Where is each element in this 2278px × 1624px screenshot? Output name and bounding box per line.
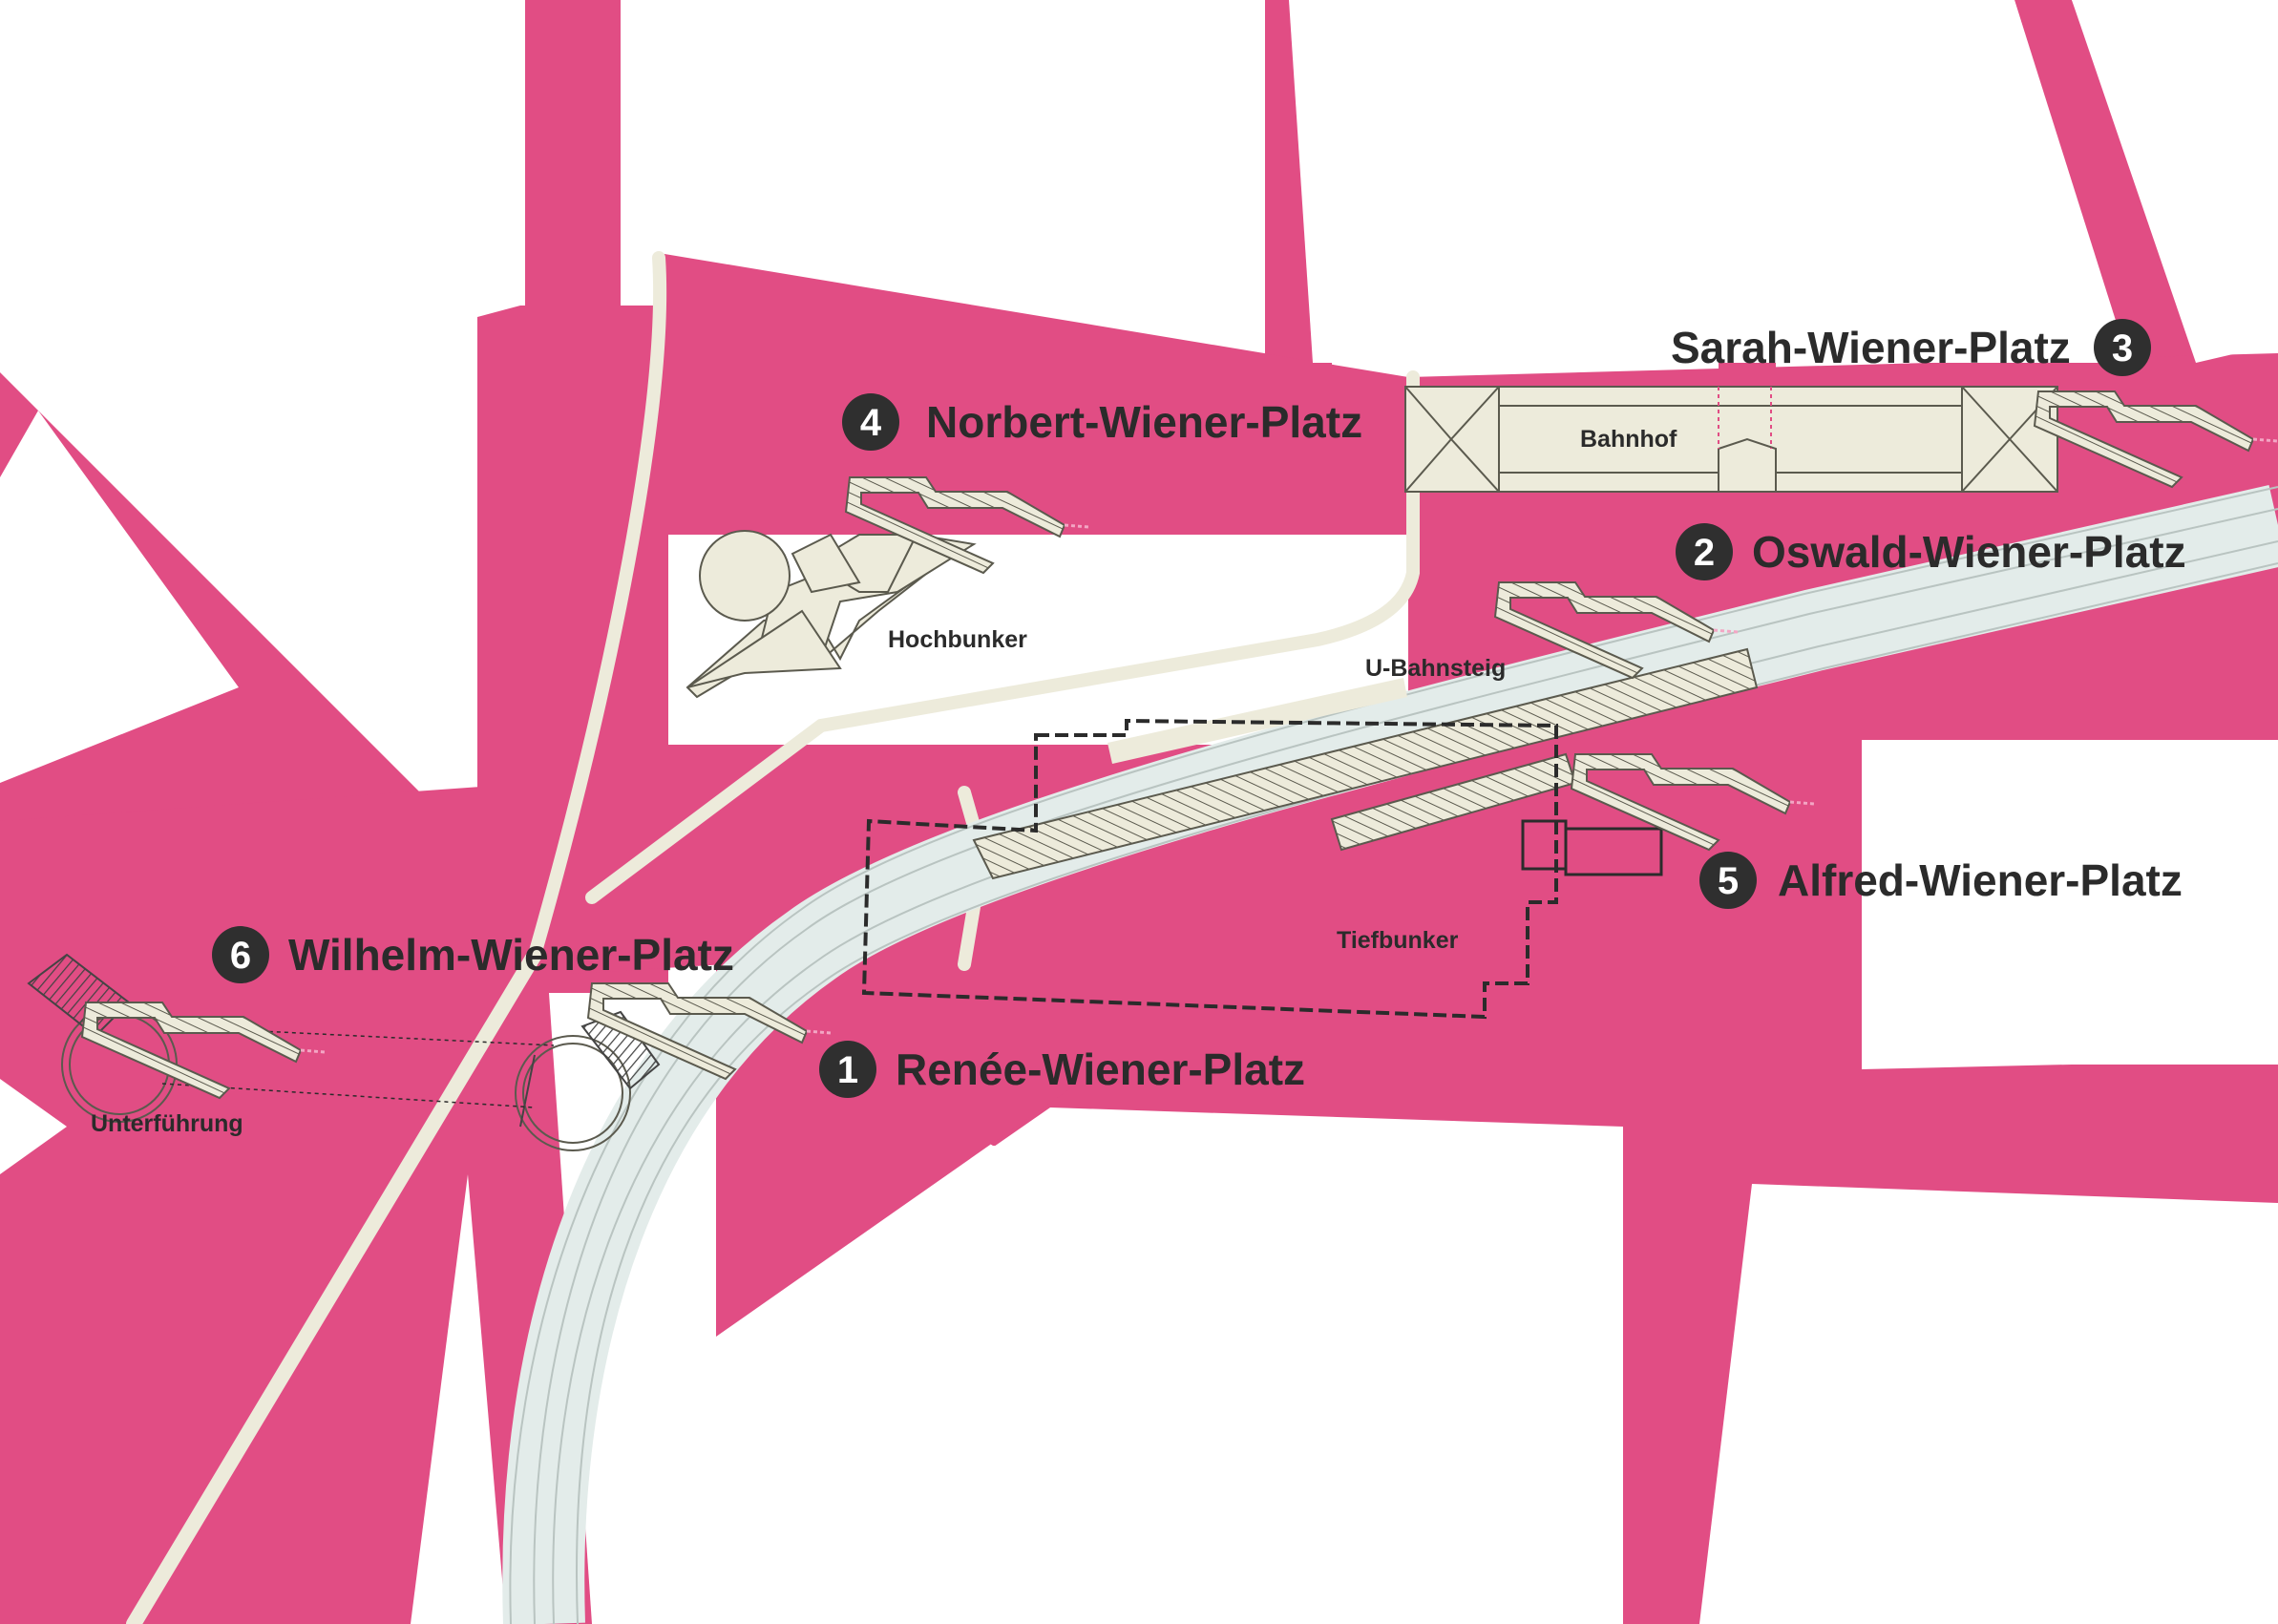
marker-6[interactable]: 6 Wilhelm-Wiener-Platz <box>212 926 734 983</box>
u-bahnsteig-platforms <box>972 647 1759 880</box>
tiefbunker-entrance <box>1521 819 1663 876</box>
marker-4-badge <box>842 393 899 451</box>
marker-4-name: Norbert-Wiener-Platz <box>926 397 1362 447</box>
marker-2-number: 2 <box>1694 532 1715 574</box>
marker-3[interactable]: Sarah-Wiener-Platz 3 <box>1671 319 2151 376</box>
marker-2-badge <box>1676 523 1733 580</box>
marker-4[interactable]: 4 Norbert-Wiener-Platz <box>842 393 1362 451</box>
marker-6-name: Wilhelm-Wiener-Platz <box>288 930 734 980</box>
unterfuehrung-label: Unterführung <box>91 1110 243 1137</box>
marker-1-number: 1 <box>837 1049 858 1091</box>
marker-6-badge <box>212 926 269 983</box>
marker-3-number: 3 <box>2112 327 2133 369</box>
bahnhof-label: Bahnhof <box>1580 426 1677 453</box>
tiefbunker-outline <box>861 718 1558 1020</box>
marker-2[interactable]: 2 Oswald-Wiener-Platz <box>1676 523 2186 580</box>
marker-5-name: Alfred-Wiener-Platz <box>1778 855 2183 905</box>
walking-paths <box>126 251 1420 1624</box>
unterfuehrung-right <box>515 1010 661 1151</box>
marker-1-badge <box>819 1041 876 1098</box>
u-bahnsteig-label: U-Bahnsteig <box>1365 655 1506 682</box>
marker-5-number: 5 <box>1718 860 1739 902</box>
marker-2-name: Oswald-Wiener-Platz <box>1752 527 2186 577</box>
hochbunker-label: Hochbunker <box>888 626 1027 653</box>
marker-4-number: 4 <box>860 402 882 444</box>
marker-1[interactable]: 1 Renée-Wiener-Platz <box>819 1041 1305 1098</box>
bahnhof-building <box>1404 386 2058 493</box>
marker-3-name: Sarah-Wiener-Platz <box>1671 323 2071 372</box>
marker-6-number: 6 <box>230 935 251 977</box>
marker-5[interactable]: 5 Alfred-Wiener-Platz <box>1699 852 2183 909</box>
marker-3-badge <box>2094 319 2151 376</box>
marker-5-badge <box>1699 852 1757 909</box>
hochbunker-building <box>686 530 977 699</box>
railway-track <box>502 485 2278 1624</box>
marker-1-name: Renée-Wiener-Platz <box>896 1044 1305 1094</box>
tiefbunker-label: Tiefbunker <box>1337 927 1459 954</box>
